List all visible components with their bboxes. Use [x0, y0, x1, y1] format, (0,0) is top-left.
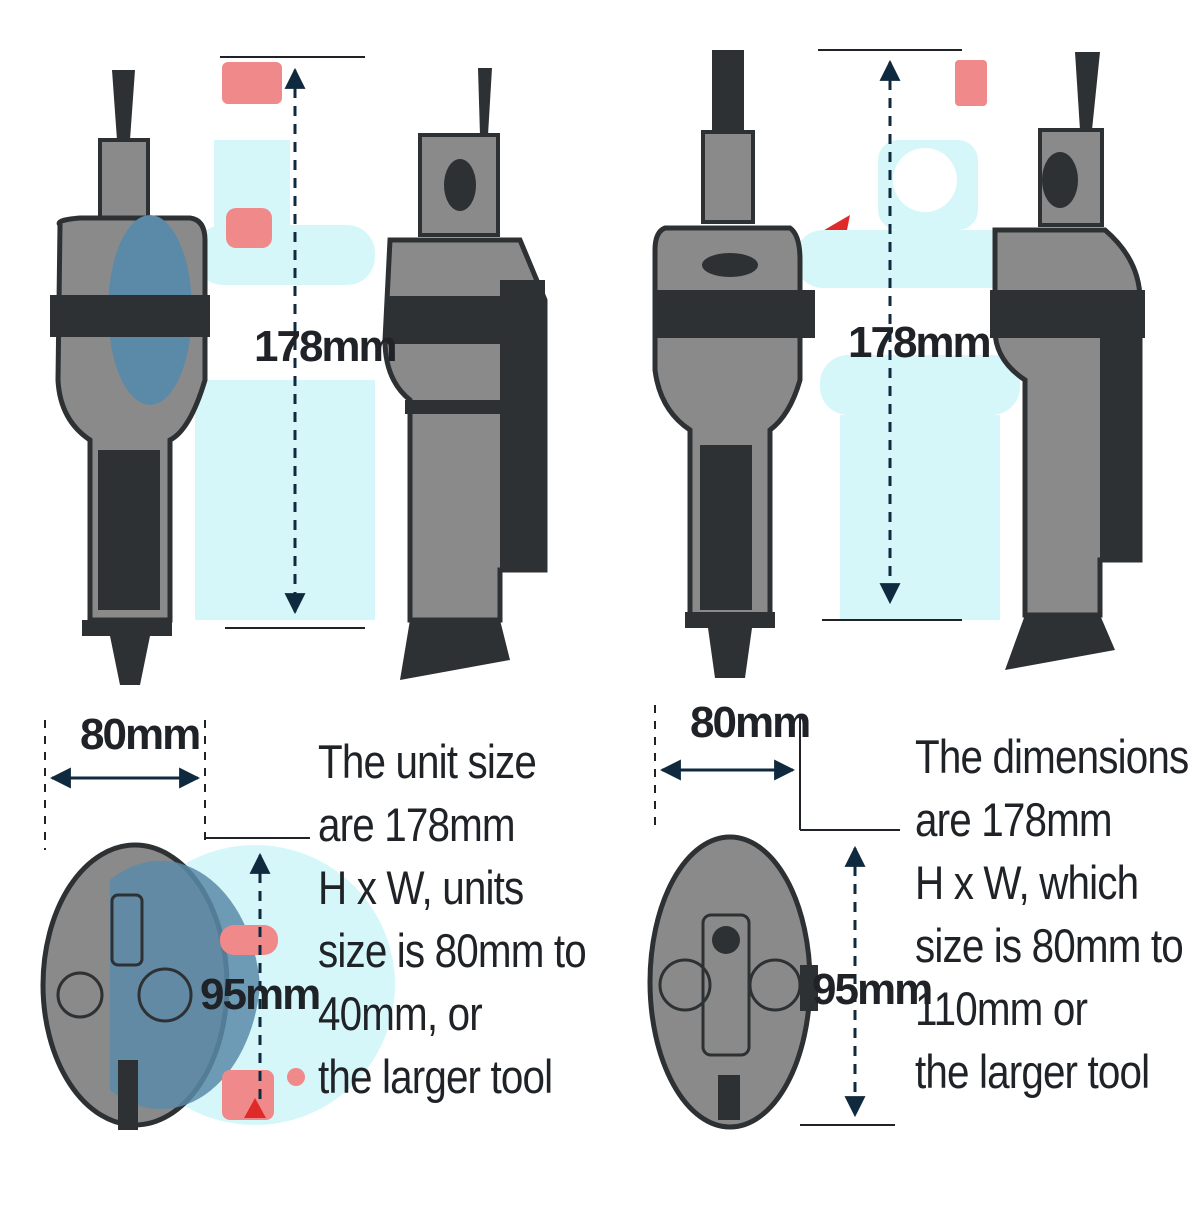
- drill-bottom-icon: [40, 842, 395, 1130]
- left-width-dimension: [44, 720, 310, 850]
- drill-side-icon: [382, 68, 548, 680]
- right-description-line: 110mm or: [915, 982, 1088, 1035]
- right-description-line: The dimensions: [915, 730, 1189, 783]
- right-description-line: are 178mm: [915, 793, 1113, 846]
- drill-front-icon: [50, 70, 210, 685]
- drill-bottom-icon: [647, 834, 818, 1130]
- right-width-dimension: [654, 705, 900, 831]
- drill-side-icon: [990, 52, 1145, 670]
- right-height-dimension: [818, 49, 962, 621]
- right-height-label: 178mm: [848, 318, 992, 367]
- drill-front-icon: [652, 50, 815, 678]
- left-description-line: The unit size: [318, 735, 537, 788]
- right-width-label: 80mm: [690, 698, 811, 747]
- left-description-line: H x W, units: [318, 861, 524, 914]
- left-height-label: 178mm: [254, 322, 398, 371]
- left-description-line: the larger tool: [318, 1050, 553, 1103]
- right-depth-label: 95mm: [812, 965, 933, 1014]
- right-description-line: H x W, which: [915, 856, 1139, 909]
- left-background-shapes: [195, 62, 375, 620]
- right-description-line: the larger tool: [915, 1045, 1150, 1098]
- left-description-line: 40mm, or: [318, 987, 483, 1040]
- left-description-line: size is 80mm to: [318, 924, 587, 977]
- left-description: The unit size are 178mm H x W, units siz…: [318, 730, 587, 1108]
- right-description-line: size is 80mm to: [915, 919, 1184, 972]
- left-description-line: are 178mm: [318, 798, 516, 851]
- left-height-dimension: [220, 56, 365, 629]
- right-description: The dimensions are 178mm H x W, which si…: [915, 725, 1189, 1103]
- left-depth-label: 95mm: [200, 970, 321, 1019]
- left-width-label: 80mm: [80, 710, 201, 759]
- right-background-shapes: [790, 60, 1035, 620]
- right-depth-dimension: [800, 845, 895, 1126]
